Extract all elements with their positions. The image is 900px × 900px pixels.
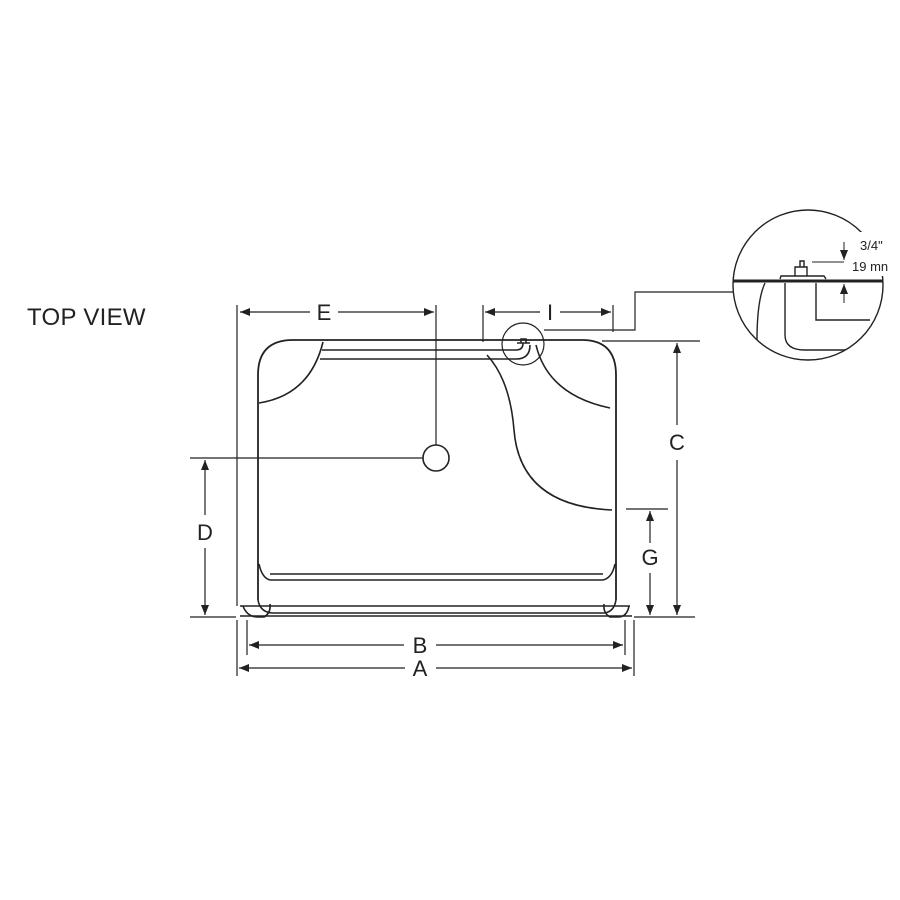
dim-label-c: C bbox=[669, 430, 685, 455]
dim-label-a: A bbox=[413, 656, 428, 681]
left-corner-seat bbox=[258, 341, 324, 404]
detail-callout-circle bbox=[501, 322, 545, 366]
dim-label-i: I bbox=[547, 300, 553, 325]
dim-label-d: D bbox=[197, 520, 213, 545]
top-rim bbox=[320, 342, 531, 360]
detail-view: 3/4" 19 mn bbox=[732, 209, 900, 361]
view-title: TOP VIEW bbox=[27, 304, 146, 331]
bottom-shelf bbox=[258, 563, 616, 581]
detail-dimension-imperial: 3/4" bbox=[860, 238, 883, 253]
detail-leader bbox=[544, 291, 735, 331]
dim-label-b: B bbox=[413, 633, 428, 658]
right-seat-curve bbox=[535, 344, 611, 409]
dim-label-e: E bbox=[317, 300, 332, 325]
right-bench-curve bbox=[486, 354, 613, 511]
dim-label-g: G bbox=[641, 545, 658, 570]
drain bbox=[422, 444, 450, 472]
tub-outline bbox=[240, 339, 632, 618]
dimensions bbox=[190, 305, 700, 676]
detail-dimension-metric: 19 mn bbox=[852, 259, 888, 274]
